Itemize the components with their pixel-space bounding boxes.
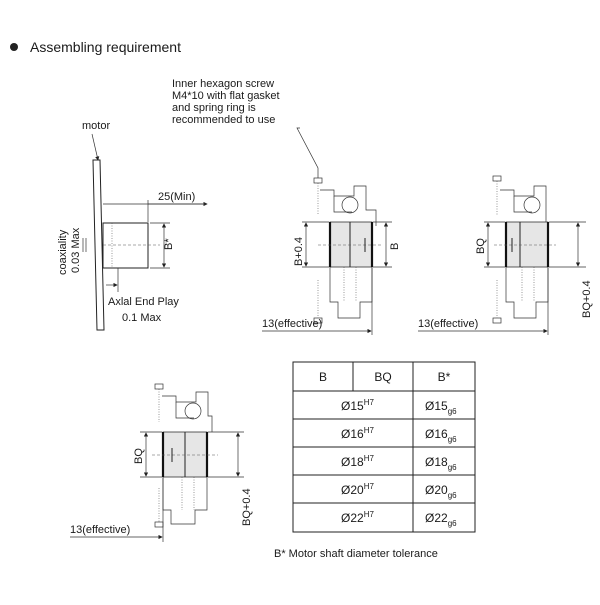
callout-line-2: M4*10 with flat gasket (172, 90, 280, 102)
table-row-bstar: Ø15g6 (425, 399, 457, 416)
shaft-diameter-label: B* (163, 238, 175, 250)
effective-length-label: 13(effective) (418, 318, 478, 330)
bq-plus-dim-label: BQ+0.4 (241, 488, 253, 526)
table-row-b: Ø18H7 (341, 454, 374, 469)
min-length-label: 25(Min) (158, 191, 195, 203)
screw-icon (154, 383, 164, 390)
table-row-b: Ø22H7 (341, 510, 374, 525)
table-header-bq: BQ (374, 370, 391, 384)
mounting-hole-icon (184, 402, 202, 420)
coupling-view-b: B+0.4 B 13(effective) (262, 177, 401, 335)
bq-dim-label: BQ (133, 448, 145, 464)
screw-icon (313, 177, 323, 184)
mounting-hole-icon (341, 196, 359, 214)
table-header-b: B (319, 370, 327, 384)
motor-label: motor (82, 120, 110, 132)
coupling-body (505, 221, 549, 268)
filled-circle-bullet-icon (10, 43, 18, 51)
motor-shaft (102, 222, 149, 269)
table-row-b: Ø20H7 (341, 482, 374, 497)
tolerance-table: B BQ B* Ø15H7 Ø15g6 Ø16H7 Ø16g6 Ø18H7 Ø1… (292, 361, 476, 533)
table-row-bstar: Ø20g6 (425, 483, 457, 500)
table-header-bstar: B* (438, 370, 451, 384)
motor-view: motor 25(Min) B* coaxiality 0.03 Max Axl… (57, 120, 208, 331)
bq-plus-dim-label: BQ+0.4 (581, 280, 593, 318)
section-title: Assembling requirement (30, 39, 181, 55)
footnote: B* Motor shaft diameter tolerance (274, 548, 438, 560)
callout-line-3: and spring ring is (172, 102, 256, 114)
callout-leader-line (296, 127, 319, 178)
table-row-b: Ø16H7 (341, 426, 374, 441)
callout-line-1: Inner hexagon screw (172, 78, 274, 90)
callout-line-4: recommended to use (172, 114, 275, 126)
table-row-b: Ø15H7 (341, 398, 374, 413)
coupling-view-bq: BQ BQ+0.4 13(effective) (418, 175, 593, 335)
table-row-bstar: Ø16g6 (425, 427, 457, 444)
bq-dim-label: BQ (475, 238, 487, 254)
effective-length-label: 13(effective) (262, 318, 322, 330)
coupling-view-bq-lower: BQ BQ+0.4 13(effective) (70, 383, 253, 542)
end-play-label-1: Axlal End Play (108, 296, 179, 308)
table-row-bstar: Ø22g6 (425, 511, 457, 528)
screw-callout: Inner hexagon screw M4*10 with flat gask… (172, 78, 319, 178)
mounting-hole-icon (523, 196, 541, 214)
motor-flange (92, 159, 105, 331)
coaxiality-label-2: 0.03 Max (70, 227, 82, 273)
coupling-body (329, 221, 373, 268)
table-row-bstar: Ø18g6 (425, 455, 457, 472)
motor-leader (91, 133, 100, 161)
end-play-label-2: 0.1 Max (122, 312, 162, 324)
coaxiality-label-1: coaxiality (57, 229, 69, 275)
b-dim-label: B (389, 243, 401, 250)
effective-length-label: 13(effective) (70, 524, 130, 536)
b-plus-dim-label: B+0.4 (293, 237, 305, 266)
screw-icon (492, 175, 502, 182)
